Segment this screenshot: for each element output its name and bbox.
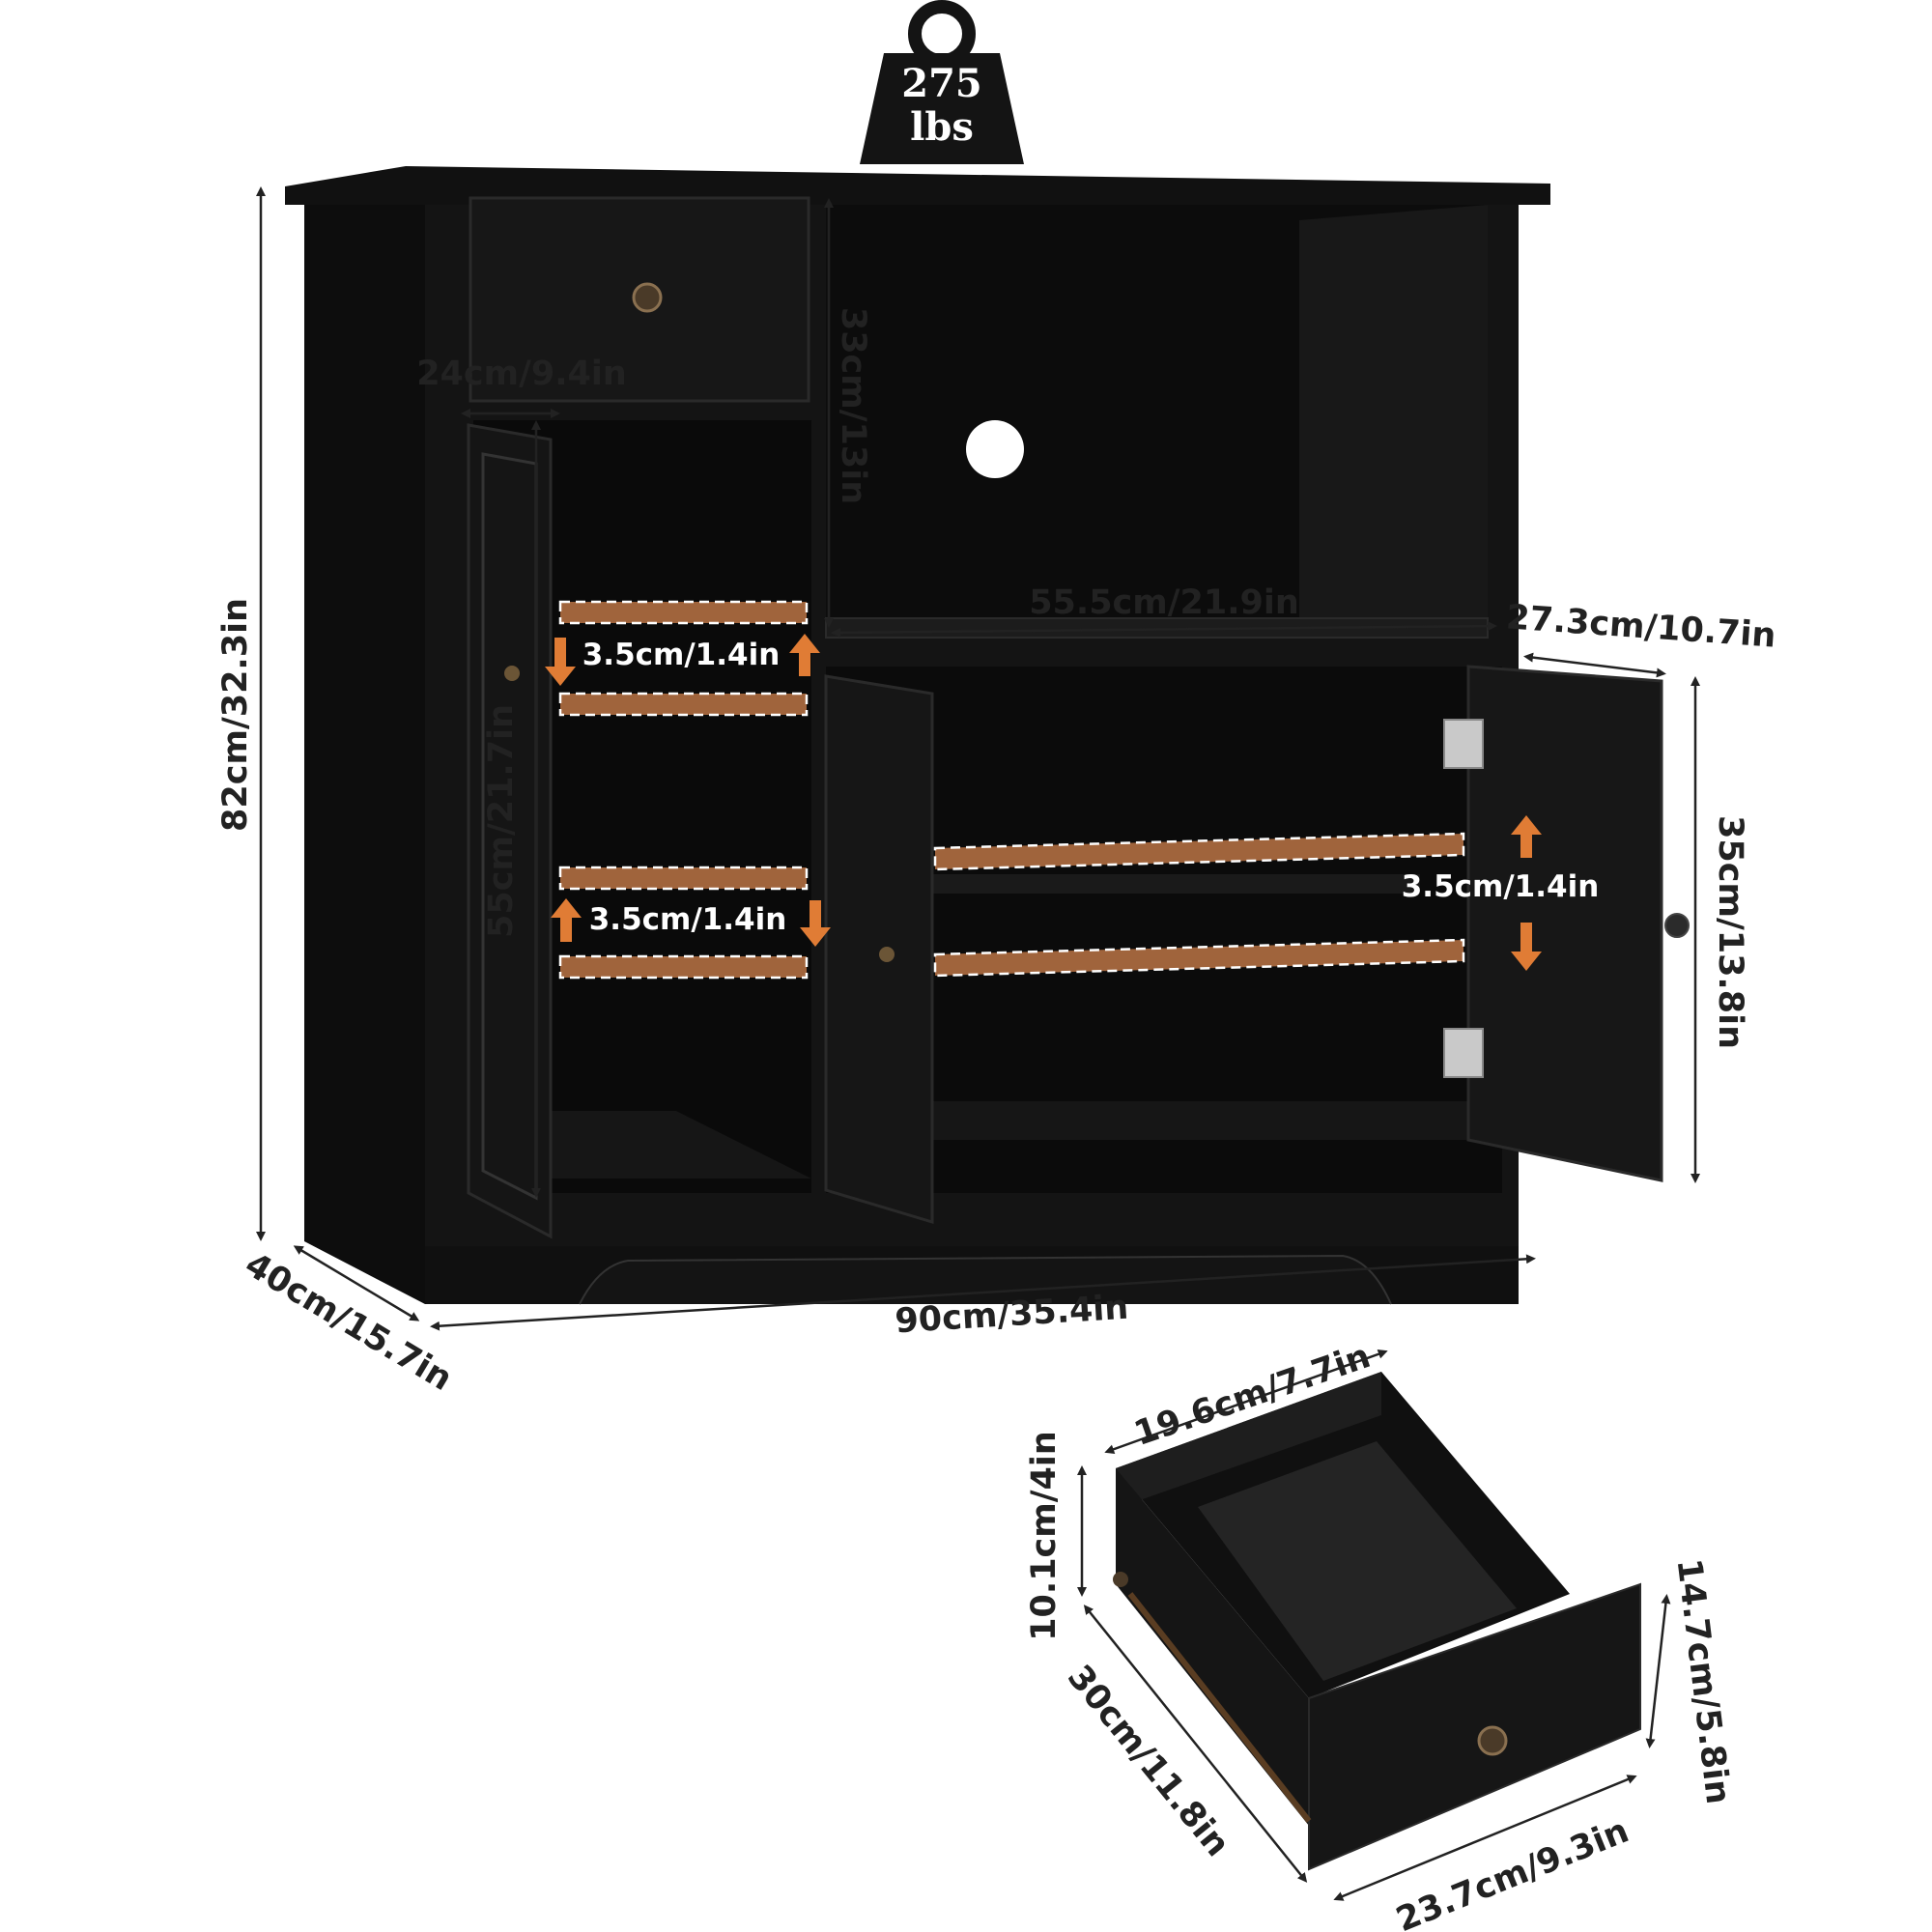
weight-icon (860, 53, 1024, 164)
left-door-knob[interactable] (504, 666, 520, 681)
drawer-detail: 19.6cm/7.7in 10.1cm/4in 30cm/11.8in 23.7… (1025, 1337, 1737, 1932)
shelf-strip (558, 692, 809, 717)
arrow-up-icon (551, 898, 582, 942)
middle-door-knob[interactable] (879, 947, 895, 962)
drawer-front-width-label: 23.7cm/9.3in (1391, 1811, 1634, 1932)
drawer-knob[interactable] (632, 282, 663, 313)
drawer-slide-icon (1113, 1572, 1128, 1587)
shelf-strip (558, 600, 809, 625)
shelf-adjust-right-label: 3.5cm/1.4in (1402, 869, 1600, 904)
drawer-depth-line (1083, 1605, 1308, 1883)
weight-unit: lbs (910, 104, 974, 150)
arrow-down-icon (1511, 923, 1542, 971)
upper-hinge-icon (1443, 719, 1484, 769)
weight-value: 275 (901, 61, 982, 106)
cabinet-top (285, 166, 1550, 205)
right-door-width-label: 27.3cm/10.7in (1505, 598, 1777, 655)
left-door[interactable] (467, 423, 553, 1239)
cabinet-side-panel (304, 188, 425, 1304)
shelf-strip (558, 954, 809, 980)
width-line (430, 1254, 1536, 1331)
shelf-adjust-upper-label: 3.5cm/1.4in (582, 638, 781, 672)
drawer-inner-height-label: 10.1cm/4in (1025, 1431, 1064, 1641)
shelf-pin-strips (558, 600, 1465, 980)
lower-hinge-icon (1443, 1028, 1484, 1078)
adjust-arrows (545, 634, 1542, 971)
middle-door[interactable] (824, 674, 934, 1225)
weight-badge: 275 lbs (860, 0, 1024, 164)
right-door[interactable] (1466, 665, 1663, 1182)
dimension-labels: 82cm/32.3in 40cm/15.7in 90cm/35.4in 33cm… (216, 307, 1777, 1399)
open-shelf-width-line (831, 621, 1497, 638)
left-height-label: 55cm/21.7in (482, 704, 521, 938)
shelf-strip (933, 832, 1465, 871)
drawer-inner-width-line (1104, 1349, 1388, 1455)
drawer-knob-icon (1477, 1725, 1508, 1756)
dimension-lines (256, 186, 1700, 1331)
depth-line (293, 1245, 420, 1321)
shelf-adjust-lower-label: 3.5cm/1.4in (589, 902, 787, 937)
open-shelf-height-label: 33cm/13in (834, 307, 872, 504)
drawer-front-height-label: 14.7cm/5.8in (1669, 1557, 1738, 1806)
open-shelf-width-label: 55.5cm/21.9in (1029, 583, 1299, 622)
right-door-knob[interactable] (1664, 913, 1690, 938)
drawer-front-height-line (1645, 1594, 1671, 1748)
arrow-up-icon (789, 634, 820, 676)
total-height-label: 82cm/32.3in (216, 598, 255, 832)
right-door-width-line (1523, 652, 1666, 678)
arrow-down-icon (800, 900, 831, 947)
drawer-front-width-line (1333, 1775, 1637, 1901)
shelf-strip (933, 938, 1465, 978)
arrow-down-icon (545, 638, 576, 686)
right-height-label: 35cm/13.8in (1711, 815, 1749, 1049)
arrow-up-icon (1511, 815, 1542, 858)
shelf-strip (558, 866, 809, 891)
weight-hook-icon (908, 0, 976, 68)
cable-hole (966, 420, 1024, 478)
left-width-label: 24cm/9.4in (416, 355, 627, 393)
